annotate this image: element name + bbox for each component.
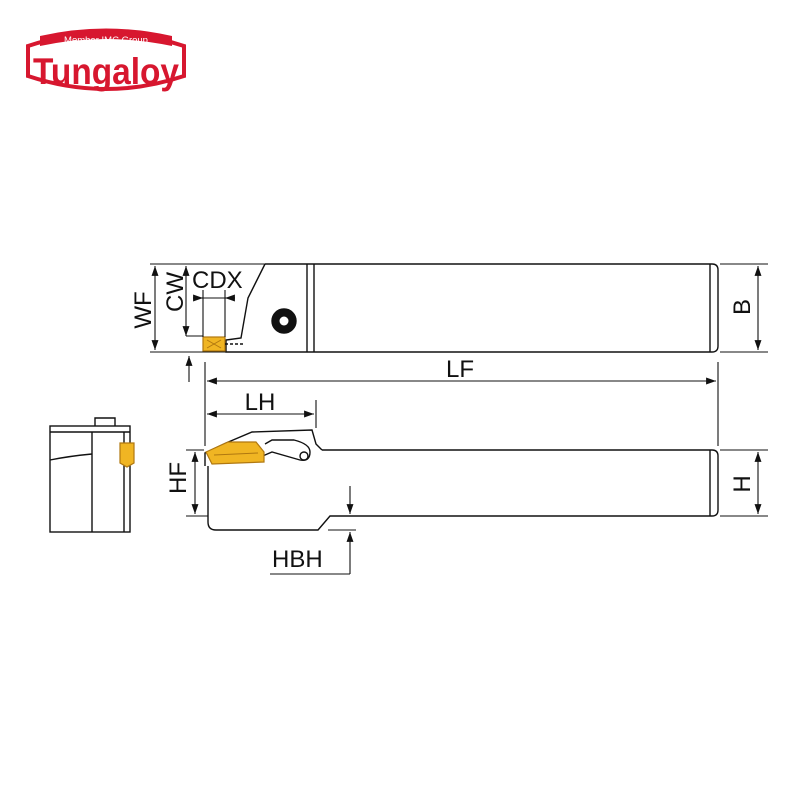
side-view-shank-outline — [322, 449, 719, 517]
logo-wordmark: Tungaloy — [33, 51, 179, 92]
top-view-shank-outline — [248, 263, 719, 353]
clamp-screw-socket — [279, 316, 289, 326]
top-view-dimensions — [150, 263, 768, 382]
dim-label-wf: WF — [130, 291, 157, 328]
side-view-slot — [257, 439, 311, 462]
dim-label-lh: LH — [245, 389, 276, 416]
top-view-head-outline — [225, 263, 266, 353]
dim-label-b: B — [729, 299, 756, 315]
end-view-outline — [49, 425, 131, 533]
logo-banner — [40, 28, 172, 46]
dim-label-lf: LF — [446, 356, 474, 383]
dim-label-hbh: HBH — [272, 546, 323, 573]
side-view-bottom-outline — [207, 466, 350, 531]
side-view-head-outline — [204, 429, 323, 466]
top-view — [202, 263, 719, 353]
logo-tagline: Member IMC Group — [64, 35, 148, 46]
end-view — [49, 417, 135, 533]
end-view-insert — [119, 442, 135, 468]
dim-label-cw: CW — [162, 272, 189, 312]
dim-label-cdx: CDX — [192, 267, 243, 294]
dim-label-h: H — [729, 475, 756, 492]
tungaloy-logo: Member IMC Group Tungaloy — [26, 28, 186, 92]
side-view-insert — [205, 441, 265, 465]
side-view-coolant-port — [299, 451, 309, 461]
side-view-dimensions — [186, 362, 768, 575]
side-view — [204, 429, 719, 531]
dim-label-hf: HF — [165, 462, 192, 494]
